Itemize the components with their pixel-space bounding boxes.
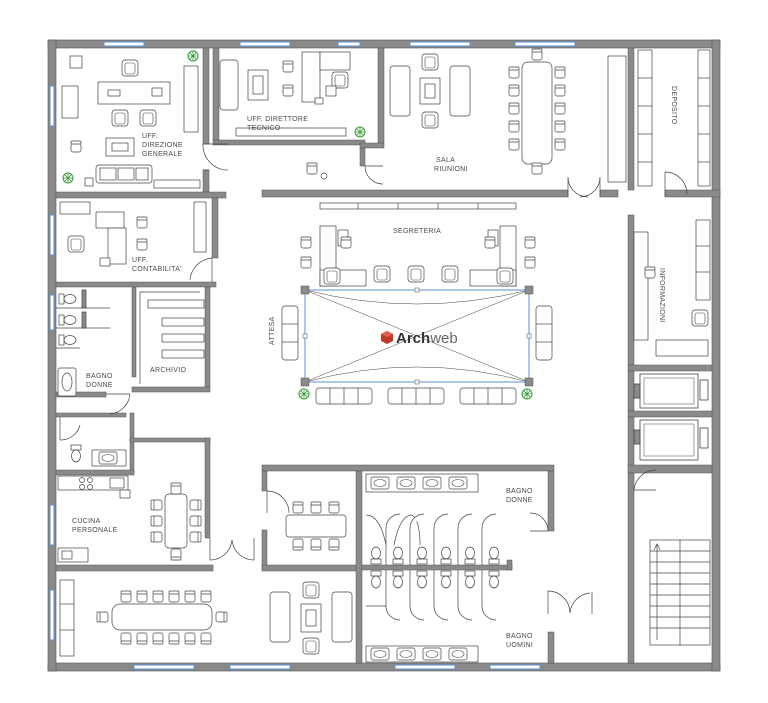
label-uff-direzione-3: GENERALE [142, 151, 183, 158]
room-meeting-central [285, 501, 347, 551]
label-uff-direzione-1: UFF. [142, 133, 158, 140]
corridor-chair [306, 162, 328, 180]
label-bagno-donne-left: BAGNO DONNE [86, 373, 113, 389]
label-cucina-2: PERSONALE [72, 527, 118, 534]
label-bagno-donne-right-1: BAGNO [506, 488, 533, 495]
label-segreteria: SEGRETERIA [393, 228, 441, 235]
staircase [649, 539, 711, 646]
label-uff-direzione-2: DIREZIONE [142, 142, 183, 149]
room-uff-contabilita [59, 201, 207, 267]
label-uff-direzione: UFF. DIREZIONE GENERALE [142, 133, 183, 158]
label-sala-riunioni: SALA RIUNIONI [434, 157, 468, 173]
room-meeting-lower-left [59, 579, 228, 657]
label-sala-riunioni-1: SALA [436, 157, 455, 164]
room-uff-direttore [219, 51, 366, 138]
label-bagno-uomini-1: BAGNO [506, 633, 533, 640]
room-bagno-donne-right [365, 473, 500, 565]
label-archivio: ARCHIVIO [150, 367, 186, 374]
outer-walls [47, 39, 721, 672]
label-attesa: ATTESA [269, 316, 276, 345]
waiting-seating [281, 305, 553, 405]
label-uff-contabilita-2: CONTABILITA' [132, 266, 182, 273]
interior-walls [55, 47, 721, 664]
archweb-logo: Archweb [381, 330, 458, 347]
waiting-canopy [300, 285, 534, 387]
room-informazioni [633, 219, 711, 357]
windows [49, 41, 576, 670]
room-bagno-donne-left [56, 289, 127, 467]
brand-name: Archweb [396, 330, 458, 347]
label-cucina: CUCINA PERSONALE [72, 518, 118, 534]
label-cucina-1: CUCINA [72, 518, 101, 525]
room-segreteria [300, 202, 536, 287]
label-uff-direttore-2: TECNICO [247, 125, 281, 132]
label-bagno-donne-left-1: BAGNO [86, 373, 113, 380]
label-uff-direttore: UFF. DIRETTORE TECNICO [247, 116, 308, 132]
room-sala-riunioni [389, 48, 627, 183]
label-uff-direttore-1: UFF. DIRETTORE [247, 116, 308, 123]
room-bagno-uomini [365, 570, 500, 663]
label-bagno-donne-right-2: DONNE [506, 497, 533, 504]
elevators [633, 373, 709, 461]
label-uff-contabilita: UFF. CONTABILITA' [132, 257, 182, 273]
label-deposito: DEPOSITO [670, 86, 677, 125]
label-sala-riunioni-2: RIUNIONI [434, 166, 468, 173]
label-bagno-uomini-2: UOMINI [506, 642, 533, 649]
room-cucina [57, 475, 202, 563]
label-bagno-uomini: BAGNO UOMINI [506, 633, 533, 649]
label-informazioni: INFORMAZIONI [658, 268, 665, 323]
label-bagno-donne-right: BAGNO DONNE [506, 488, 533, 504]
room-lounge [269, 581, 353, 655]
room-uff-direzione [61, 50, 201, 189]
room-deposito [637, 49, 711, 187]
label-bagno-donne-left-2: DONNE [86, 382, 113, 389]
label-uff-contabilita-1: UFF. [132, 257, 148, 264]
doors [106, 143, 688, 614]
room-archivio [139, 291, 205, 384]
